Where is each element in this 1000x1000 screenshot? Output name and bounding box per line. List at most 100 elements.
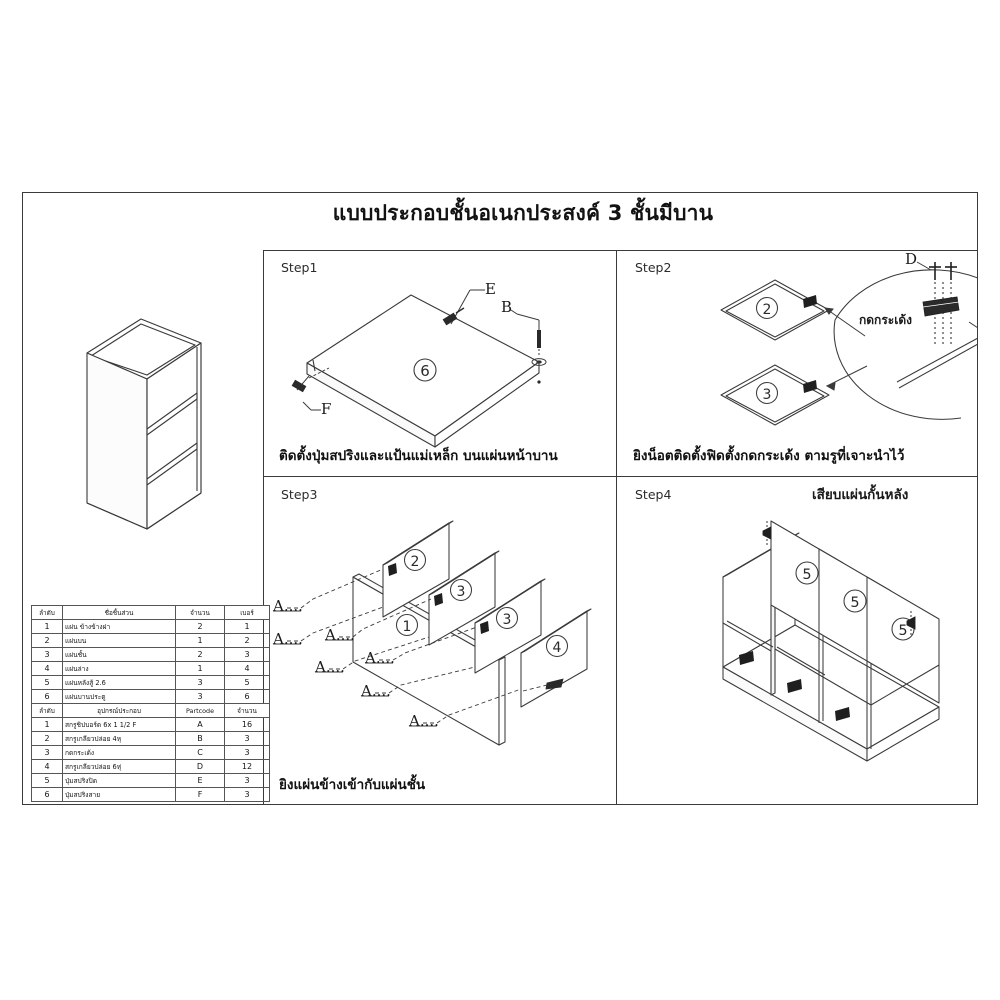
step3-drawing: 2 3 3 1 4 bbox=[273, 520, 592, 746]
cell-order: 6 bbox=[31, 787, 63, 802]
step1-drawing: 6 bbox=[291, 289, 547, 448]
part-marker-1: 1 bbox=[395, 613, 419, 637]
part-marker-3b: 3 bbox=[495, 606, 519, 630]
step1-panel: Step1 6 bbox=[263, 250, 616, 476]
cell-qty: 3 bbox=[175, 689, 225, 704]
table-row: 6 ปุ่มสปริงสาย F 3 bbox=[31, 787, 270, 802]
table-row: 1 สกรูชิปบอร์ด 6x 1 1/2 F A 16 bbox=[31, 717, 270, 732]
cell-order: 4 bbox=[31, 661, 63, 676]
detail-note-press-catch: กดกระเด้ง bbox=[859, 313, 912, 327]
page-title: แบบประกอบชั้นอเนกประสงค์ 3 ชั้นมีบาน bbox=[332, 201, 714, 225]
cell-order: 4 bbox=[31, 759, 63, 774]
cell-order: 1 bbox=[31, 717, 63, 732]
table-row: 6 แผ่นบานประตู 3 6 bbox=[31, 689, 270, 704]
cell-partname: แผ่นชั้น bbox=[62, 647, 176, 662]
cell-hardware: สกรูชิปบอร์ด 6x 1 1/2 F bbox=[62, 717, 176, 732]
cell-order: 6 bbox=[31, 689, 63, 704]
svg-text:3: 3 bbox=[503, 612, 512, 628]
callout-letter-a-7: A.... bbox=[409, 712, 439, 730]
table-row: 1 แผ่น ข้างข้างฝา 2 1 bbox=[31, 619, 270, 634]
callout-letter-a-4: A.... bbox=[315, 658, 345, 676]
part-marker-4: 4 bbox=[545, 634, 569, 658]
callout-letter-a-5: A.... bbox=[365, 649, 395, 667]
cell-hardware: กดกระเด้ง bbox=[62, 745, 176, 760]
cell-order: 3 bbox=[31, 647, 63, 662]
part-marker-3a: 3 bbox=[449, 578, 473, 602]
header-hardware: อุปกรณ์ประกอบ bbox=[62, 703, 176, 718]
cell-partcode: D bbox=[175, 759, 225, 774]
divider-vertical-middle bbox=[616, 250, 618, 805]
svg-text:2: 2 bbox=[763, 302, 772, 318]
parts-table: ลำดับ ชื่อชิ้นส่วน จำนวน เบอร์ 1 แผ่น ข้… bbox=[31, 605, 270, 802]
drawing-sheet: แบบประกอบชั้นอเนกประสงค์ 3 ชั้นมีบาน bbox=[22, 192, 978, 805]
step1-label: Step1 bbox=[281, 260, 318, 275]
cell-qty: 3 bbox=[175, 675, 225, 690]
cell-hardware: สกรูเกลียวปล่อย 4หุ bbox=[62, 731, 176, 746]
cell-partname: แผ่นหลังสู้ 2.6 bbox=[62, 675, 176, 690]
cell-partname: แผ่น ข้างข้างฝา bbox=[62, 619, 176, 634]
callout-letter-f: F bbox=[321, 400, 332, 418]
cell-qty: 1 bbox=[175, 661, 225, 676]
step3-label: Step3 bbox=[281, 487, 318, 502]
divider-horizontal-middle bbox=[263, 476, 978, 478]
svg-text:6: 6 bbox=[420, 362, 430, 380]
step3-panel: Step3 bbox=[263, 477, 616, 805]
step1-caption: ติดตั้งปุ่มสปริงและแป้นแม่เหล็ก บนแผ่นหน… bbox=[279, 448, 558, 464]
cell-order: 1 bbox=[31, 619, 63, 634]
cell-order: 5 bbox=[31, 675, 63, 690]
part-marker-2: 2 bbox=[403, 548, 427, 572]
callout-letter-a-1: A.... bbox=[273, 597, 303, 615]
cell-qty: 3 bbox=[224, 787, 270, 802]
table-row: 2 สกรูเกลียวปล่อย 4หุ B 3 bbox=[31, 731, 270, 746]
svg-text:5: 5 bbox=[898, 623, 907, 639]
product-isometric-view bbox=[79, 311, 239, 545]
table-row: 3 แผ่นชั้น 2 3 bbox=[31, 647, 270, 662]
header-partcode: Partcode bbox=[175, 703, 225, 718]
step3-caption: ยิงแผ่นข้างเข้ากับแผ่นชั้น bbox=[279, 777, 426, 793]
table-row: 2 แผ่นบน 1 2 bbox=[31, 633, 270, 648]
header-number: เบอร์ bbox=[224, 605, 270, 620]
step2-label: Step2 bbox=[635, 260, 672, 275]
step2-panel: Step2 bbox=[617, 250, 978, 476]
cell-qty: 1 bbox=[175, 633, 225, 648]
header-order: ลำดับ bbox=[31, 703, 63, 718]
cell-order: 2 bbox=[31, 633, 63, 648]
table-header-parts: ลำดับ ชื่อชิ้นส่วน จำนวน เบอร์ bbox=[31, 605, 270, 620]
step4-drawing: 5 5 5 bbox=[722, 520, 940, 762]
callout-letter-a-2: A.... bbox=[273, 630, 303, 648]
cell-partcode: A bbox=[175, 717, 225, 732]
step4-label: Step4 bbox=[635, 487, 672, 502]
cell-partname: แผ่นล่าง bbox=[62, 661, 176, 676]
cell-hardware: ปุ่มสปริงสาย bbox=[62, 787, 176, 802]
svg-text:3: 3 bbox=[763, 387, 772, 403]
table-row: 3 กดกระเด้ง C 3 bbox=[31, 745, 270, 760]
cell-partcode: C bbox=[175, 745, 225, 760]
step4-caption: เสียบแผ่นกั้นหลัง bbox=[812, 487, 909, 503]
cell-hardware: ปุ่มสปริงปิด bbox=[62, 773, 176, 788]
callout-letter-e: E bbox=[485, 280, 496, 298]
header-qty: จำนวน bbox=[224, 703, 270, 718]
cell-order: 2 bbox=[31, 731, 63, 746]
table-row: 4 สกรูเกลียวปล่อย 6หุ่ D 12 bbox=[31, 759, 270, 774]
divider-horizontal-top bbox=[263, 250, 978, 252]
parts-table-body: ลำดับ ชื่อชิ้นส่วน จำนวน เบอร์ 1 แผ่น ข้… bbox=[31, 605, 270, 802]
header-order: ลำดับ bbox=[31, 605, 63, 620]
product-drawing bbox=[86, 318, 202, 530]
part-marker-6: 6 bbox=[413, 358, 437, 382]
part-marker-2: 2 bbox=[755, 296, 779, 320]
cell-partcode: F bbox=[175, 787, 225, 802]
callout-letter-d: D bbox=[905, 250, 918, 268]
svg-text:3: 3 bbox=[457, 584, 466, 600]
part-marker-5b: 5 bbox=[843, 589, 867, 613]
table-header-hardware: ลำดับ อุปกรณ์ประกอบ Partcode จำนวน bbox=[31, 703, 270, 718]
table-row: 5 ปุ่มสปริงปิด E 3 bbox=[31, 773, 270, 788]
cell-partname: แผ่นบานประตู bbox=[62, 689, 176, 704]
svg-text:5: 5 bbox=[802, 567, 811, 583]
table-row: 5 แผ่นหลังสู้ 2.6 3 5 bbox=[31, 675, 270, 690]
cell-qty: 2 bbox=[175, 619, 225, 634]
step2-drawing: 2 3 bbox=[720, 261, 978, 426]
cell-qty: 3 bbox=[224, 731, 270, 746]
svg-text:2: 2 bbox=[411, 554, 420, 570]
svg-text:4: 4 bbox=[553, 640, 562, 656]
cell-order: 3 bbox=[31, 745, 63, 760]
